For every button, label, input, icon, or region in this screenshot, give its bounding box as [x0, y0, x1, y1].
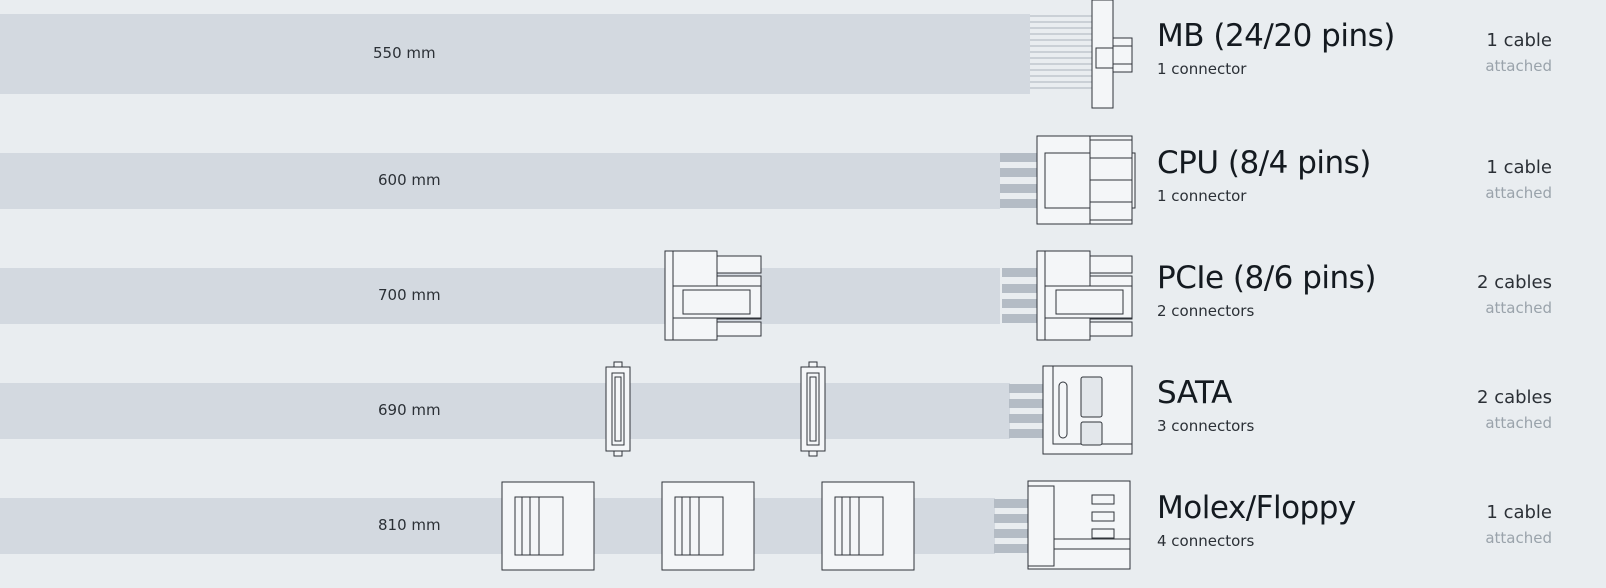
- connector-count: 1 connector: [1157, 187, 1247, 205]
- molex-connector-icon: [821, 481, 915, 571]
- cable-count: 2 cables: [1477, 272, 1552, 293]
- cable-length: 810 mm: [378, 516, 441, 534]
- floppy-connector-icon: [994, 480, 1131, 570]
- cable-length: 690 mm: [378, 401, 441, 419]
- cpu-connector-icon: [1000, 135, 1136, 225]
- cable-status: attached: [1485, 184, 1552, 202]
- cable-status: attached: [1485, 57, 1552, 75]
- cable-length: 700 mm: [378, 286, 441, 304]
- connector-count: 4 connectors: [1157, 532, 1255, 550]
- cable-name: MB (24/20 pins): [1157, 18, 1395, 54]
- cable-name: SATA: [1157, 375, 1232, 411]
- pcie-connector-icon: [664, 250, 762, 341]
- connector-count: 3 connectors: [1157, 417, 1255, 435]
- cable-status: attached: [1485, 414, 1552, 432]
- cable-status: attached: [1485, 299, 1552, 317]
- mb-connector-icon: [1030, 0, 1133, 109]
- cable-status: attached: [1485, 529, 1552, 547]
- cable-band-cpu: [0, 153, 1000, 209]
- cable-count: 1 cable: [1486, 30, 1552, 51]
- cable-count: 1 cable: [1486, 502, 1552, 523]
- cable-band-pcie: [0, 268, 1000, 324]
- cable-length: 550 mm: [373, 44, 436, 62]
- cable-count: 1 cable: [1486, 157, 1552, 178]
- sata-connector-icon: [605, 361, 631, 457]
- cable-length: 600 mm: [378, 171, 441, 189]
- cable-count: 2 cables: [1477, 387, 1552, 408]
- cable-name: PCIe (8/6 pins): [1157, 260, 1376, 296]
- cable-name: CPU (8/4 pins): [1157, 145, 1371, 181]
- connector-count: 2 connectors: [1157, 302, 1255, 320]
- cable-band-sata: [0, 383, 1010, 439]
- sata-connector-icon: [1009, 365, 1133, 455]
- connector-count: 1 connector: [1157, 60, 1247, 78]
- molex-connector-icon: [501, 481, 595, 571]
- sata-connector-icon: [800, 361, 826, 457]
- pcie-connector-icon: [1002, 250, 1133, 341]
- cable-name: Molex/Floppy: [1157, 490, 1356, 526]
- cable-band-mb: [0, 14, 1030, 94]
- molex-connector-icon: [661, 481, 755, 571]
